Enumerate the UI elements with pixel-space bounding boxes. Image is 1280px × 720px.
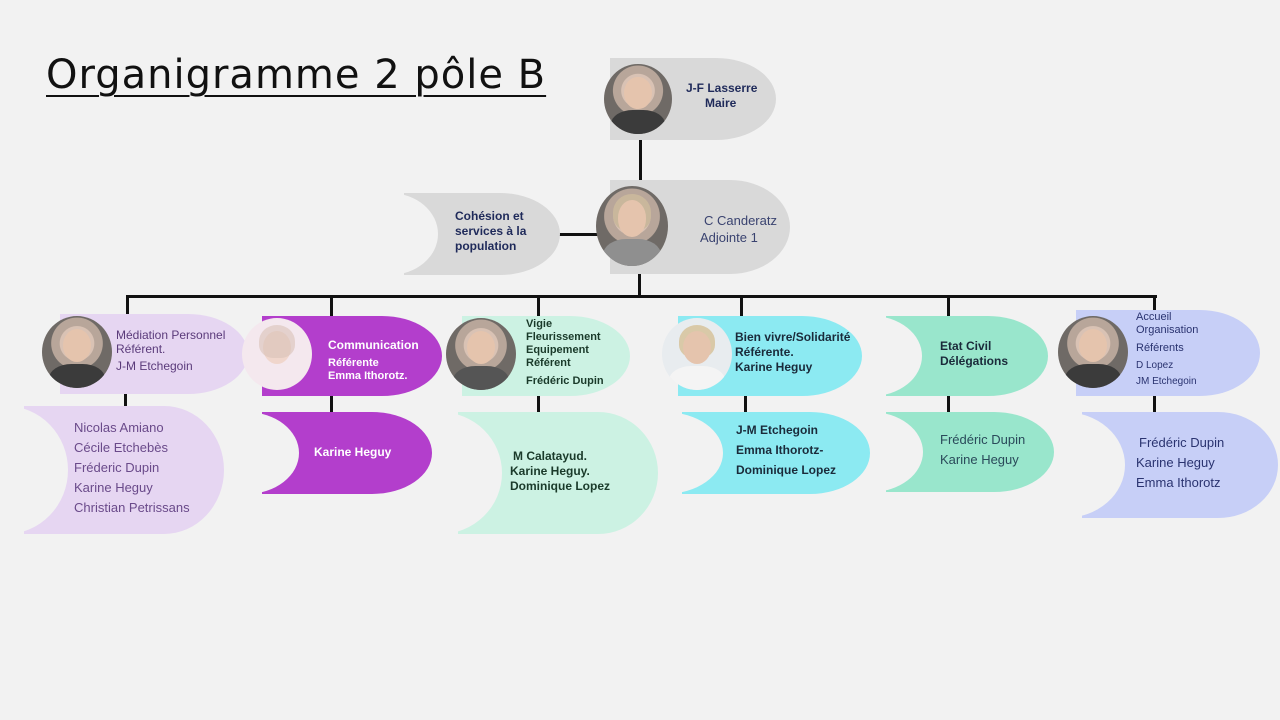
unit-1-photo — [42, 316, 112, 388]
member-4: Karine Heguy — [74, 480, 153, 495]
unit-5-line-1: Etat Civil — [940, 339, 992, 353]
connector-unit-1-members — [124, 392, 127, 408]
connector-drop-3 — [537, 295, 540, 319]
unit-6-line-1: Accueil — [1136, 311, 1172, 323]
unit-2-members: Karine Heguy — [314, 442, 391, 462]
connector-unit-2-members — [330, 396, 333, 412]
maire-name: J-F Lasserre — [686, 81, 758, 95]
connector-unit-6-members — [1153, 396, 1156, 412]
unit-3-members: M Calatayud. Karine Heguy. Dominique Lop… — [510, 449, 610, 494]
member-3: Fréderic Dupin — [74, 460, 160, 475]
unit-4-line-2: Référente. — [735, 345, 794, 359]
member-3: Emma Ithorotz — [1136, 475, 1221, 490]
maire-role: Maire — [705, 96, 737, 110]
unit-1-line-2: Référent. — [116, 342, 166, 356]
adjointe-photo — [596, 186, 668, 266]
member-2: Karine Heguy. — [510, 464, 590, 478]
connector-drop-6 — [1153, 295, 1156, 315]
unit-6-line-2: Organisation — [1136, 324, 1199, 336]
unit-1-members: Nicolas Amiano Cécile Etchebès Fréderic … — [74, 418, 190, 518]
unit-5-members-card — [886, 412, 1054, 492]
unit-3-photo — [446, 318, 516, 390]
connector-drop-5 — [947, 295, 950, 319]
unit-3-line-1: Vigie — [526, 318, 553, 330]
member-2: Cécile Etchebès — [74, 440, 168, 455]
unit-3-line-2: Fleurissement — [526, 331, 601, 343]
member-1: M Calatayud. — [513, 449, 588, 463]
unit-4-photo — [662, 318, 732, 390]
unit-6-members-card — [1082, 412, 1278, 518]
unit-6-photo — [1058, 316, 1128, 388]
adjointe-role: Adjointe 1 — [700, 230, 758, 245]
member-3: Dominique Lopez — [736, 463, 836, 477]
unit-2-line-2: Référente — [328, 357, 379, 369]
page-title: Organigramme 2 pôle B — [46, 52, 547, 98]
member-2: Emma Ithorotz- — [736, 443, 824, 457]
pole-line-3: population — [455, 239, 517, 253]
unit-3-line-3: Equipement — [526, 344, 589, 356]
unit-1-line-1: Médiation Personnel — [116, 328, 226, 342]
unit-4-line-1: Bien vivre/Solidarité — [735, 330, 851, 344]
unit-4-members: J-M Etchegoin Emma Ithorotz- Dominique L… — [736, 420, 836, 480]
maire-photo — [604, 64, 672, 134]
connector-bus — [126, 295, 1157, 298]
connector-unit-3-members — [537, 396, 540, 412]
unit-6-members: Frédéric Dupin Karine Heguy Emma Ithorot… — [1136, 433, 1224, 493]
unit-2-line-1: Communication — [328, 338, 419, 352]
unit-1-line-3: J-M Etchegoin — [116, 359, 193, 373]
pole-line-1: Cohésion et — [455, 209, 524, 223]
connector-drop-2 — [330, 295, 333, 319]
unit-2-members-card — [262, 412, 432, 494]
connector-pole-adjointe — [558, 233, 610, 236]
member-5: Christian Petrissans — [74, 500, 190, 515]
member-1: Frédéric Dupin — [940, 432, 1026, 447]
member-1: J-M Etchegoin — [736, 423, 819, 437]
unit-3-line-5: Frédéric Dupin — [526, 375, 604, 387]
unit-2-photo — [242, 318, 312, 390]
member-1: Frédéric Dupin — [1139, 435, 1225, 450]
unit-4-members-card — [682, 412, 870, 494]
unit-6-line-4: D Lopez — [1136, 360, 1174, 371]
connector-unit-5-members — [947, 396, 950, 412]
connector-drop-1 — [126, 295, 129, 319]
connector-drop-4 — [740, 295, 743, 319]
unit-6-line-5: JM Etchegoin — [1136, 376, 1197, 387]
member-1: Karine Heguy — [314, 445, 392, 459]
unit-4-line-3: Karine Heguy — [735, 360, 813, 374]
connector-unit-4-members — [744, 396, 747, 412]
member-1: Nicolas Amiano — [74, 420, 164, 435]
pole-card — [404, 193, 560, 275]
unit-1-members-card — [24, 406, 224, 534]
connector-adjointe-bus — [638, 270, 641, 298]
unit-3-line-4: Référent — [526, 357, 571, 369]
member-2: Karine Heguy — [1136, 455, 1215, 470]
unit-3-members-card — [458, 412, 658, 534]
unit-5-line-2: Délégations — [940, 354, 1009, 368]
unit-5-members: Frédéric Dupin Karine Heguy — [940, 430, 1025, 470]
connector-maire-adjointe — [639, 138, 642, 186]
unit-5-card — [886, 316, 1048, 396]
member-3: Dominique Lopez — [510, 479, 610, 493]
pole-line-2: services à la — [455, 224, 527, 238]
adjointe-name: C Canderatz — [704, 213, 777, 228]
member-2: Karine Heguy — [940, 452, 1019, 467]
unit-6-line-3: Référents — [1136, 342, 1184, 354]
unit-2-line-3: Emma Ithorotz. — [328, 370, 408, 382]
